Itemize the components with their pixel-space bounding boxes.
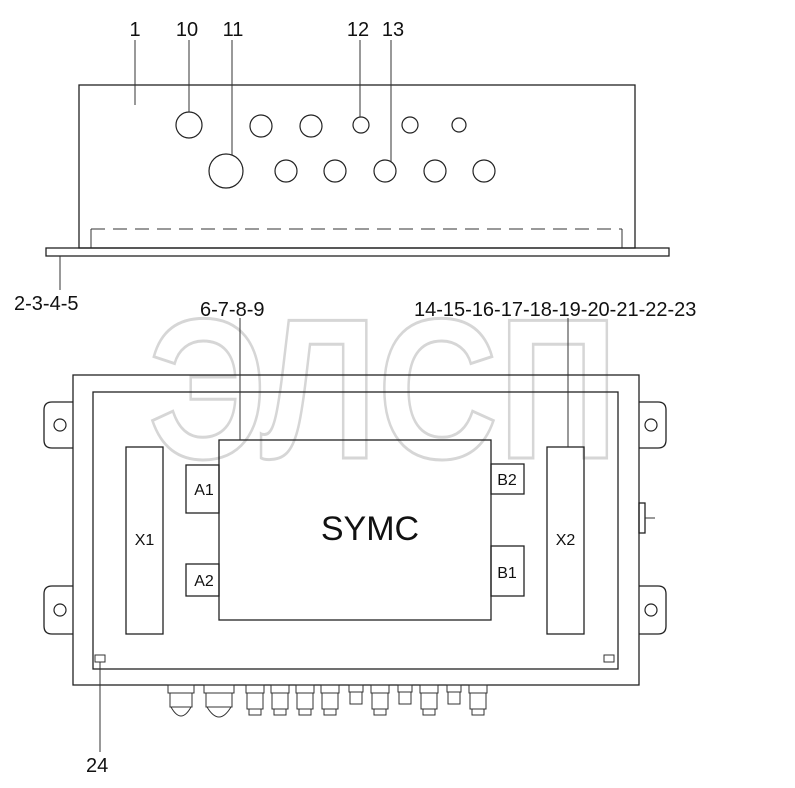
gland-hole-12	[352, 116, 370, 134]
callout-1: 1	[129, 19, 140, 41]
terminal-block-x1	[125, 446, 164, 635]
mounting-hole	[53, 418, 67, 432]
callout-24: 24	[86, 755, 108, 777]
callout-12: 12	[347, 19, 369, 41]
watermark-logo: ЭЛСП	[148, 278, 618, 501]
mounting-hole	[53, 603, 67, 617]
connector-a2-label: A2	[194, 573, 214, 590]
gland-hole	[323, 159, 347, 183]
terminal-block-x1-label: X1	[135, 532, 155, 549]
controller-module	[218, 439, 492, 621]
gland-hole	[299, 114, 323, 138]
mounting-hole	[644, 418, 658, 432]
gland-hole	[401, 116, 419, 134]
cable-gland	[419, 684, 439, 716]
cable-gland	[270, 684, 290, 716]
callout-flange-group: 2-3-4-5	[14, 293, 78, 315]
callout-11: 11	[223, 19, 244, 41]
cable-gland	[348, 684, 364, 705]
cable-gland	[370, 684, 390, 716]
mounting-hole	[644, 603, 658, 617]
terminal-block-x2-label: X2	[556, 532, 576, 549]
mounting-ear	[639, 585, 667, 635]
corner-mark	[603, 654, 615, 663]
cable-gland	[295, 684, 315, 716]
connector-b1-label: B1	[497, 565, 517, 582]
callout-left-group: 6-7-8-9	[200, 299, 264, 321]
cable-gland	[203, 684, 235, 718]
callout-13: 13	[382, 19, 404, 41]
mounting-ear	[43, 585, 73, 635]
cable-gland	[468, 684, 488, 716]
connector-a1-label: A1	[194, 482, 214, 499]
gland-hole	[472, 159, 496, 183]
cable-gland	[446, 684, 462, 705]
controller-module-label: SYMC	[321, 510, 419, 548]
gland-hole	[451, 117, 467, 133]
gland-hole-10	[175, 111, 203, 139]
cable-gland	[397, 684, 413, 705]
cable-glands	[167, 684, 488, 718]
mounting-ear	[639, 401, 667, 449]
cable-gland	[320, 684, 340, 716]
cable-gland	[245, 684, 265, 716]
connector-b2-label: B2	[497, 472, 517, 489]
mounting-ear	[43, 401, 73, 449]
gland-hole	[423, 159, 447, 183]
ground-stud	[638, 502, 646, 534]
mounting-flange	[45, 247, 670, 257]
gland-hole-11	[208, 153, 244, 189]
terminal-block-x2	[546, 446, 585, 635]
leader-lines-top	[59, 40, 392, 290]
front-panel-view	[45, 84, 670, 257]
enclosure-view: X1 X2 A1 A2 B2 B1 SYMC	[43, 318, 667, 752]
enclosure-inner-wall	[92, 391, 619, 670]
gland-hole-13	[373, 159, 397, 183]
callout-10: 10	[176, 19, 198, 41]
front-panel-body	[78, 84, 636, 249]
gland-hole	[274, 159, 298, 183]
corner-mark	[94, 654, 106, 663]
callout-right-group: 14-15-16-17-18-19-20-21-22-23	[414, 299, 696, 321]
cable-gland	[167, 684, 195, 717]
gland-hole	[249, 114, 273, 138]
